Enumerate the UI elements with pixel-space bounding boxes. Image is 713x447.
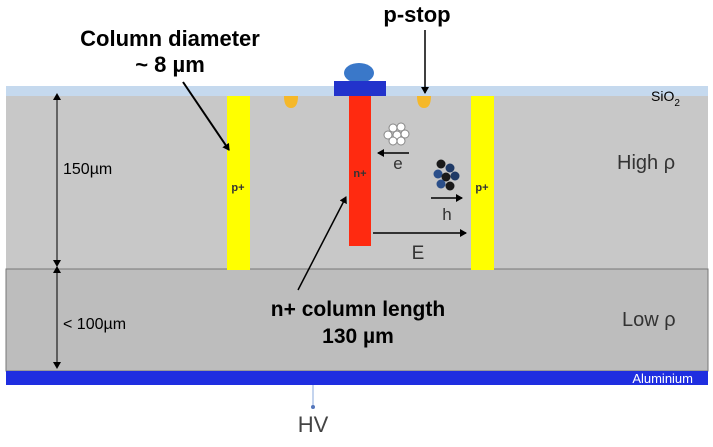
p-stop-implant-left [284, 96, 298, 108]
hv-label: HV [298, 412, 329, 437]
n-column-length-pointer [297, 196, 347, 291]
hole-cluster-icon [433, 159, 460, 191]
n-plus-label: n+ [353, 168, 366, 180]
low-rho-thickness-label: < 100µm [63, 316, 126, 333]
low-rho-label: Low ρ [622, 309, 676, 331]
column-diameter-pointer [182, 81, 230, 151]
p-plus-column-left [227, 96, 250, 270]
p-plus-left-label: p+ [231, 182, 244, 194]
hole-label: h [442, 205, 451, 224]
low-rho-region [5, 268, 709, 372]
p-stop-label: p-stop [383, 2, 450, 27]
field-label: E [412, 243, 425, 264]
p-plus-right-label: p+ [475, 182, 488, 194]
aluminium-layer [6, 371, 708, 385]
high-rho-label: High ρ [617, 152, 675, 174]
hv-terminal-icon [311, 405, 315, 409]
contact-dome [344, 63, 374, 83]
contact-pad [334, 81, 386, 96]
electron-label: e [393, 154, 402, 173]
n-column-length-label-line1: n+ column length [271, 298, 445, 321]
electron-cluster-icon [383, 122, 410, 146]
p-plus-column-right [471, 96, 494, 270]
p-stop-implant-right [417, 96, 431, 108]
aluminium-label: Aluminium [632, 371, 693, 386]
sio2-label: SiO2 [651, 88, 680, 109]
high-rho-thickness-label: 150µm [63, 161, 112, 178]
column-diameter-label-line2: ~ 8 µm [135, 52, 205, 77]
n-plus-column [349, 96, 371, 246]
column-diameter-label-line1: Column diameter [80, 26, 260, 51]
n-column-length-label-line2: 130 µm [322, 325, 394, 348]
